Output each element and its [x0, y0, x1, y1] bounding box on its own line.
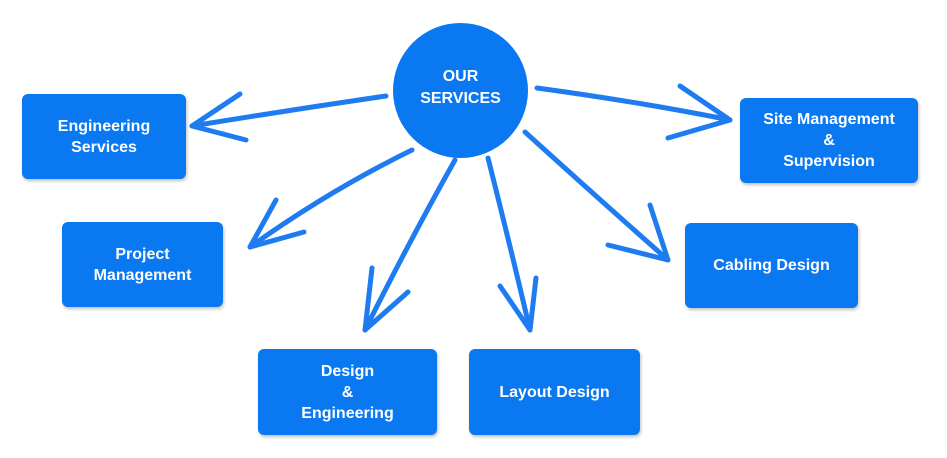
arrow-to-site-management — [534, 83, 733, 141]
node-site-management-supervision: Site Management & Supervision — [740, 98, 918, 183]
node-layout-design: Layout Design — [469, 349, 640, 435]
node-cabling-design: Cabling Design — [685, 223, 858, 308]
node-project-management: Project Management — [62, 222, 223, 307]
node-label: Layout Design — [499, 383, 610, 401]
our-services-hub: OUR SERVICES — [393, 23, 528, 158]
node-label: Site Management & Supervision — [763, 111, 895, 170]
arrow-to-cabling-design — [522, 129, 671, 263]
arrow-to-project-management — [247, 147, 415, 250]
arrow-to-engineering-services — [189, 91, 389, 143]
arrow-to-layout-design — [485, 155, 539, 333]
node-design-engineering: Design & Engineering — [258, 349, 437, 435]
arrow-to-design-engineering — [362, 157, 458, 333]
node-label: Engineering Services — [57, 117, 151, 156]
hub-label: OUR SERVICES — [420, 67, 501, 107]
node-label: Design & Engineering — [301, 362, 394, 422]
node-engineering-services: Engineering Services — [22, 94, 186, 179]
node-label: Cabling Design — [713, 257, 830, 274]
node-label: Project Management — [93, 245, 192, 284]
